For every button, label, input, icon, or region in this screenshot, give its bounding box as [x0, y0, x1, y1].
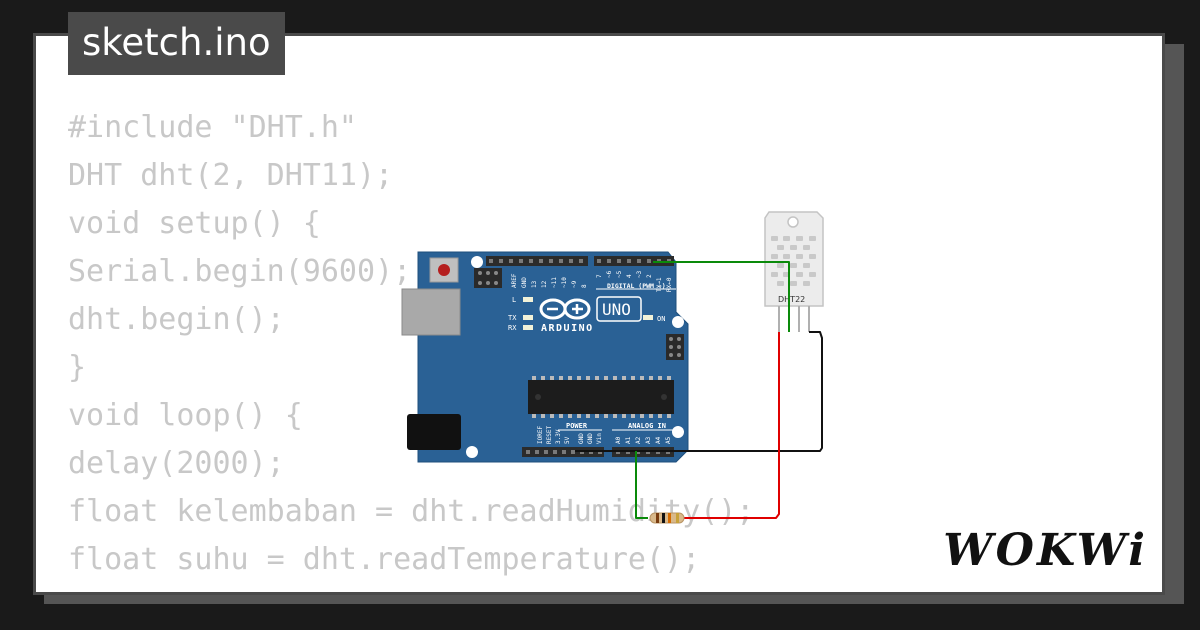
code-line-5: dht.begin(); — [68, 302, 285, 337]
analog-pin-labels: A0 A1 A2 A3 A4 A5 — [615, 436, 672, 444]
code-line-2: DHT dht(2, DHT11); — [68, 158, 394, 193]
code-line-11: if (isnan(kelembaban) || isnan(suhu)) { — [68, 584, 772, 592]
pin-label-rx: RX←0 — [666, 277, 673, 292]
pin-label-7: 7 — [596, 274, 603, 278]
pin-label-gnd-2: GND — [587, 433, 594, 444]
led-label-rx: RX — [508, 324, 517, 332]
led-label-l: L — [512, 296, 516, 304]
wire-vcc-red[interactable] — [683, 332, 780, 519]
code-line-3: void setup() { — [68, 206, 321, 241]
uno-badge — [596, 296, 642, 322]
code-line-8: delay(2000); — [68, 446, 285, 481]
pin-label-reset: RESET — [546, 426, 553, 444]
pin-label-a4: A4 — [655, 436, 662, 444]
pin-label-2: 2 — [646, 274, 653, 278]
uno-label: UNO — [602, 300, 631, 319]
pin-label-vin: Vin — [596, 433, 603, 444]
wokwi-logo: WOKWi — [943, 525, 1148, 576]
sensor-mount-hole — [787, 216, 799, 228]
icsp-header — [474, 268, 502, 288]
analog-label: ANALOG IN — [628, 422, 666, 430]
pin-label-a1: A1 — [625, 436, 632, 444]
code-line-1: #include "DHT.h" — [68, 110, 357, 145]
top-pin-labels: AREF GND 13 12 ~11 ~10 ~9 8 7 ~6 ~5 4 ~3… — [511, 270, 673, 292]
pin-label-a0: A0 — [615, 436, 622, 444]
wire-resistor-green[interactable] — [635, 451, 648, 519]
pin-label-11: ~11 — [551, 277, 558, 288]
pin-label-10: ~10 — [561, 277, 568, 288]
power-label: POWER — [566, 422, 588, 430]
file-name-tab[interactable]: sketch.ino — [68, 12, 285, 75]
power-pin-labels: IOREF RESET 3.3V 5V GND GND Vin — [537, 426, 603, 444]
pin-label-tx: TX→1 — [656, 277, 663, 292]
pin-label-5v: 5V — [564, 436, 571, 444]
sensor-label: DHT22 — [778, 295, 805, 304]
header-digital-low — [594, 256, 674, 266]
pin-label-12: 12 — [541, 280, 548, 288]
wires — [575, 261, 823, 519]
mount-hole — [471, 256, 483, 268]
header-digital-high — [486, 256, 588, 266]
code-line-10: float suhu = dht.readTemperature(); — [68, 542, 701, 577]
pin-label-8: 8 — [581, 284, 588, 288]
pin-label-3: ~3 — [636, 270, 643, 278]
pin-label-5: ~5 — [616, 270, 623, 278]
atmega-chip — [528, 376, 674, 418]
arduino-wordmark: ARDUINO — [541, 323, 594, 334]
code-line-6: } — [68, 350, 87, 385]
led-label-tx: TX — [508, 314, 517, 322]
pin-label-a5: A5 — [665, 436, 672, 444]
dht22-sensor[interactable]: DHT22 — [764, 211, 824, 332]
mount-hole — [466, 446, 478, 458]
power-jack — [407, 414, 461, 450]
pin-label-a2: A2 — [635, 436, 642, 444]
pin-label-13: 13 — [531, 280, 538, 288]
pin-label-3v3: 3.3V — [555, 429, 562, 444]
mount-hole — [672, 426, 684, 438]
mount-hole — [672, 316, 684, 328]
pin-label-6: ~6 — [606, 270, 613, 278]
pin-label-a3: A3 — [645, 436, 652, 444]
sensor-grille — [771, 236, 816, 286]
code-preview: #include "DHT.h" DHT dht(2, DHT11); void s… — [68, 104, 772, 592]
icsp-header-right — [666, 334, 684, 360]
pin-label-ioref: IOREF — [537, 426, 544, 444]
sensor-pins — [778, 306, 810, 332]
pin-label-4: 4 — [626, 274, 633, 278]
pin-label-9: ~9 — [571, 280, 578, 288]
reset-button-cap[interactable] — [438, 264, 450, 276]
pin-label-gnd: GND — [521, 277, 528, 288]
status-leds: L TX RX ON — [508, 296, 665, 332]
arduino-logo: ARDUINO — [539, 298, 594, 334]
arduino-uno-board[interactable]: AREF GND 13 12 ~11 ~10 ~9 8 7 ~6 ~5 4 ~3… — [401, 251, 689, 463]
pin-label-gnd-1: GND — [578, 433, 585, 444]
pin-label-aref: AREF — [511, 273, 518, 288]
digital-label: DIGITAL (PWM ~) — [607, 282, 666, 290]
wire-data-green[interactable] — [653, 261, 790, 332]
led-label-on: ON — [657, 315, 665, 323]
code-line-7: void loop() { — [68, 398, 303, 433]
resistor[interactable] — [649, 512, 685, 524]
code-line-9: float kelembaban = dht.readHumidity(); — [68, 494, 755, 529]
code-line-4: Serial.begin(9600); — [68, 254, 412, 289]
usb-port — [401, 288, 461, 336]
